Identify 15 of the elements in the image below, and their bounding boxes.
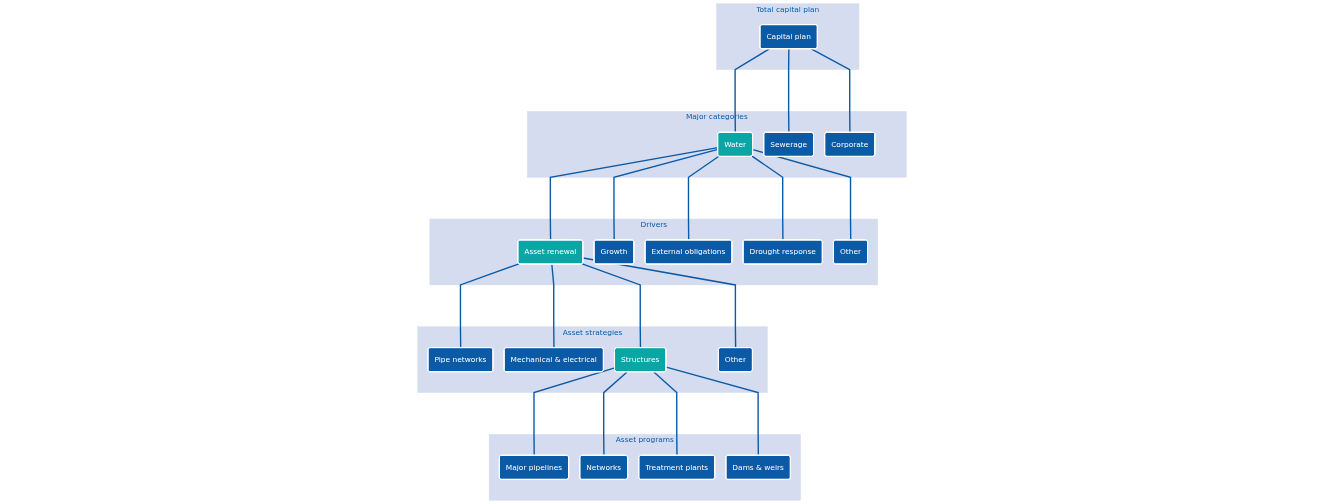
- connector: [551, 263, 556, 349]
- connector: [613, 148, 719, 241]
- connector: [751, 155, 785, 241]
- connector: [550, 146, 719, 241]
- connector: [460, 263, 521, 349]
- connector: [788, 48, 790, 134]
- connector: [603, 371, 629, 457]
- connector: [665, 366, 760, 457]
- connector: [810, 48, 852, 134]
- connector: [581, 263, 642, 349]
- connector: [533, 367, 616, 457]
- connector: [688, 155, 720, 241]
- connector: [734, 48, 771, 134]
- connector: [752, 148, 852, 241]
- connector: [653, 371, 679, 457]
